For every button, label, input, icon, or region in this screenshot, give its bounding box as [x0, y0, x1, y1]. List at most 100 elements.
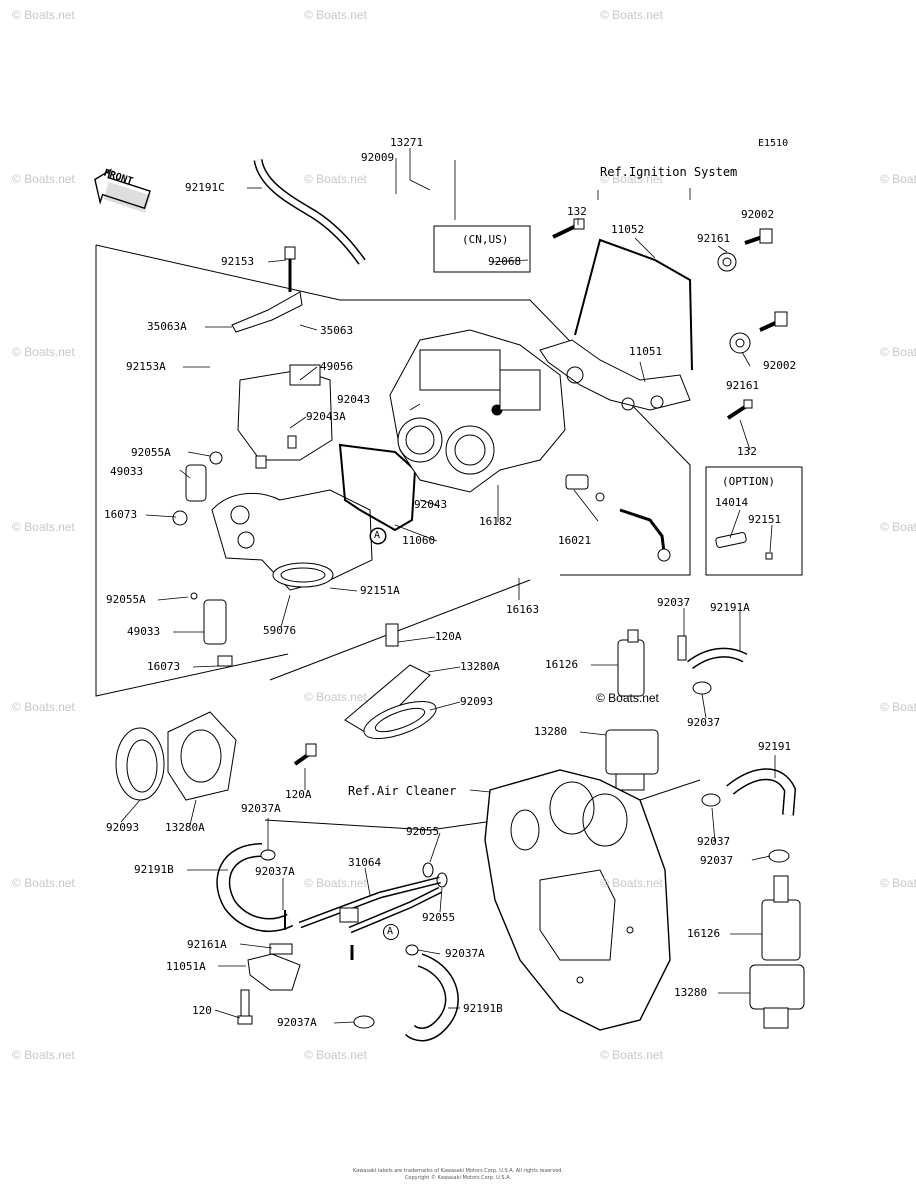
- part-label-13280-top: 13280: [534, 725, 568, 738]
- part-label-14014: 14014: [715, 496, 749, 509]
- screw-120a-lower: [293, 743, 317, 766]
- watermark: © Boats.net: [12, 172, 75, 186]
- watermark: © Boats.net: [12, 345, 75, 359]
- part-label-92037a-1: 92037A: [241, 802, 281, 815]
- screw-92151: [765, 552, 773, 560]
- part-label-16073-top: 16073: [104, 508, 138, 521]
- callout-a-upper: [370, 528, 386, 544]
- part-label-120a-lower: 120A: [285, 788, 312, 801]
- part-label-92043a: 92043A: [306, 410, 346, 423]
- part-label-120: 120: [192, 1004, 212, 1017]
- part-label-13280a-lower: 13280A: [165, 821, 205, 834]
- part-label-49033-top: 49033: [110, 465, 144, 478]
- bracket-11051: [539, 339, 691, 411]
- part-label-92037-b: 92037: [687, 716, 721, 729]
- grommet-92161-top: [717, 252, 737, 272]
- grommet-92161-mid: [729, 332, 751, 354]
- leader-lines: [120, 148, 776, 1024]
- part-label-59076: 59076: [263, 624, 297, 637]
- watermark: © Boats.net: [12, 700, 75, 714]
- fuel-filter-13280-low: [749, 964, 805, 1029]
- clamp-92037-d: [768, 849, 790, 863]
- part-label-92002-top: 92002: [741, 208, 775, 221]
- part-label-92161-top: 92161: [697, 232, 731, 245]
- part-label-92161-mid: 92161: [726, 379, 760, 392]
- part-label-13280-low: 13280: [674, 986, 708, 999]
- part-label-31064: 31064: [348, 856, 382, 869]
- rod-11052: [574, 238, 693, 371]
- bolt-92002-top: [744, 228, 773, 245]
- plate-13280a: [344, 664, 437, 739]
- part-label-92151a: 92151A: [360, 584, 400, 597]
- part-label-16021: 16021: [558, 534, 592, 547]
- part-label-92037a-4: 92037A: [277, 1016, 317, 1029]
- injector-49033-upper: [172, 451, 223, 526]
- part-label-92153a: 92153A: [126, 360, 166, 373]
- frame-divider: [269, 579, 531, 681]
- fuel-filter-16126-low: [761, 875, 801, 961]
- watermark: © Boats.net: [880, 700, 916, 714]
- o-ring-92055-low: [436, 872, 448, 888]
- callout-a-upper-label: A: [374, 530, 381, 541]
- part-label-11060: 11060: [402, 534, 436, 547]
- part-label-16182: 16182: [479, 515, 513, 528]
- part-label-92055a-top: 92055A: [131, 446, 171, 459]
- ref-ignition-system: Ref.Ignition System: [600, 165, 738, 179]
- watermark: © Boats.net: [880, 520, 916, 534]
- watermark: © Boats.net: [12, 876, 75, 890]
- part-label-49056: 49056: [320, 360, 354, 373]
- part-label-92191b-2: 92191B: [463, 1002, 503, 1015]
- bracket-35063a: [231, 291, 303, 333]
- part-label-92151: 92151: [748, 513, 782, 526]
- intake-manifold: [211, 489, 373, 591]
- watermark: © Boats.net: [304, 876, 367, 890]
- screw-120a-top: [385, 623, 399, 647]
- clamp-92037-a: [677, 635, 687, 661]
- watermark: © Boats.net: [600, 876, 663, 890]
- flange-13280a-lower: [167, 711, 237, 801]
- callout-a-lower: [383, 924, 399, 940]
- part-label-92055-low: 92055: [422, 911, 456, 924]
- footer-copyright-1: Kawasaki labels are trademarks of Kawasa…: [352, 1168, 564, 1174]
- part-label-120a-top: 120A: [435, 630, 462, 643]
- part-label-92009: 92009: [361, 151, 395, 164]
- part-label-92153: 92153: [221, 255, 255, 268]
- left-assembly-frame: [95, 245, 289, 697]
- watermark: © Boats.net: [880, 345, 916, 359]
- bracket-11051a: [247, 953, 301, 991]
- bolt-92002-mid: [759, 311, 788, 332]
- callout-a-lower-label: A: [387, 926, 394, 937]
- bracket-14014: [715, 532, 747, 548]
- part-label-11052: 11052: [611, 223, 645, 236]
- option-box-label: (OPTION): [722, 475, 775, 488]
- option-box: [705, 466, 803, 576]
- part-label-92161a: 92161A: [187, 938, 227, 951]
- part-label-132-top: 132: [567, 205, 587, 218]
- watermark: © Boats.net: [880, 876, 916, 890]
- watermark: © Boats.net: [304, 8, 367, 22]
- part-label-92043: 92043: [337, 393, 371, 406]
- inline-watermark: © Boats.net: [596, 691, 659, 705]
- footer-copyright-2: Copyright © Kawasaki Motors Corp. U.S.A.: [404, 1175, 512, 1181]
- part-label-92191: 92191: [758, 740, 792, 753]
- part-label-92002-mid: 92002: [763, 359, 797, 372]
- fuel-filter-13280-top: [605, 729, 659, 791]
- injector-49033-lower: [190, 592, 233, 667]
- part-label-16163: 16163: [506, 603, 540, 616]
- bracket-92161a: [269, 943, 293, 955]
- part-label-92191b-1: 92191B: [134, 863, 174, 876]
- bolt-132-top: [552, 218, 585, 239]
- part-label-92037-d: 92037: [700, 854, 734, 867]
- part-label-92037-a: 92037: [657, 596, 691, 609]
- part-label-92043-low: 92043: [414, 498, 448, 511]
- front-arrow-icon: [94, 168, 151, 213]
- part-label-92093-top: 92093: [460, 695, 494, 708]
- clamp-92037a-mid: [405, 944, 419, 956]
- seal-92093-lower: [115, 727, 165, 801]
- part-label-92055-top: 92055: [406, 825, 440, 838]
- clamp-92037a-lower: [353, 1015, 375, 1029]
- watermark: © Boats.net: [600, 8, 663, 22]
- part-label-92093-lower: 92093: [106, 821, 140, 834]
- part-label-92191a: 92191A: [710, 601, 750, 614]
